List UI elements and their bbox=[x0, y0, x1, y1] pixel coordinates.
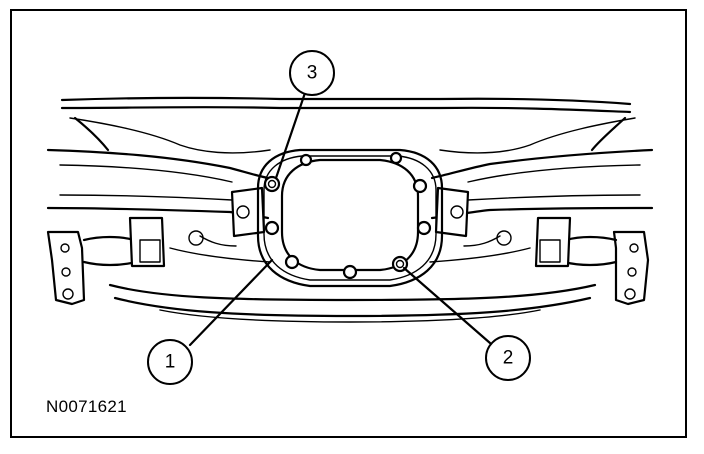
bolt-icon bbox=[284, 254, 300, 270]
bolt-icon bbox=[412, 178, 428, 194]
differential-housing bbox=[230, 148, 470, 288]
bolt-icon bbox=[263, 175, 281, 193]
callout-2: 2 bbox=[485, 335, 531, 381]
leader-lines bbox=[188, 88, 492, 347]
bolt-icon bbox=[416, 220, 432, 236]
figure-id-label: N0071621 bbox=[46, 397, 127, 416]
frame-rail bbox=[60, 96, 636, 154]
bolt-icon bbox=[389, 151, 403, 165]
callout-1: 1 bbox=[147, 339, 193, 385]
callout-1-label: 1 bbox=[165, 352, 176, 373]
callout-2-label: 2 bbox=[503, 348, 514, 369]
right-spring-bracket bbox=[534, 216, 650, 306]
lower-crossmember bbox=[108, 230, 597, 323]
callout-3: 3 bbox=[289, 50, 335, 96]
callout-3-label: 3 bbox=[307, 63, 318, 84]
bolt-icon bbox=[264, 220, 280, 236]
bolt-icon bbox=[342, 264, 358, 280]
left-spring-bracket bbox=[46, 216, 166, 306]
bolt-icon bbox=[299, 153, 313, 167]
